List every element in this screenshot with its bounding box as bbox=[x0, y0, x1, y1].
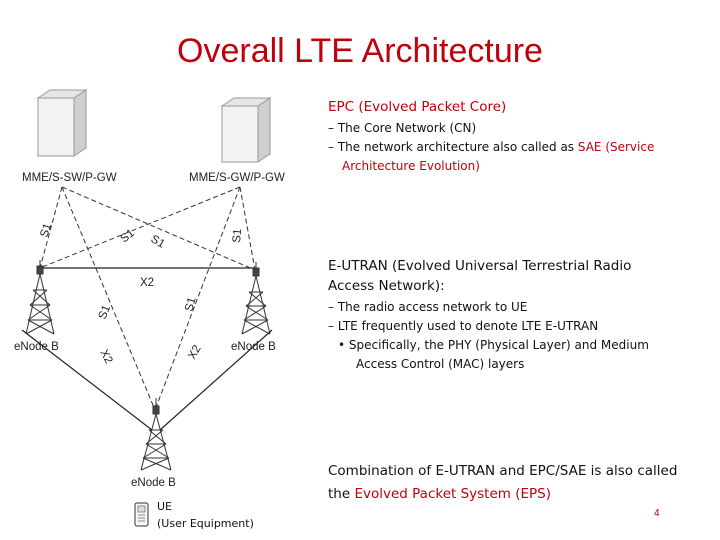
epc-heading: EPC (Evolved Packet Core) bbox=[328, 99, 654, 115]
eutran-heading-line2: Access Network): bbox=[328, 278, 445, 294]
mme-left-label: MME/S-SW/P-GW bbox=[22, 172, 117, 184]
mme-right-label: MME/S-GW/P-GW bbox=[189, 172, 285, 184]
s1-link-left-right bbox=[61, 186, 256, 271]
x2-label-top: X2 bbox=[140, 277, 154, 289]
ue-label-block: UE (User Equipment) bbox=[157, 498, 254, 532]
x2-label-left: X2 bbox=[97, 348, 114, 366]
eutran-sub-bullet-line2: Access Control (MAC) layers bbox=[356, 357, 525, 371]
s1-link-right-bottom bbox=[154, 186, 241, 411]
mme-server-left-icon bbox=[36, 89, 88, 157]
enodeb-bottom-tower-icon bbox=[140, 398, 172, 471]
eutran-section: E-UTRAN (Evolved Universal Terrestrial R… bbox=[328, 256, 649, 374]
s1-link-right-right bbox=[239, 186, 256, 271]
s1-label-1: S1 bbox=[38, 222, 54, 239]
eutran-bullet-1: – The radio access network to UE bbox=[328, 300, 528, 314]
enodeb-right-tower-icon bbox=[241, 262, 271, 335]
eutran-heading: E-UTRAN (Evolved Universal Terrestrial R… bbox=[328, 256, 649, 296]
eutran-bullet-2: – LTE frequently used to denote LTE E-UT… bbox=[328, 319, 599, 333]
epc-bullet-2-highlight: SAE (Service bbox=[577, 140, 655, 154]
eutran-heading-line1: E-UTRAN (Evolved Universal Terrestrial R… bbox=[328, 258, 632, 274]
summary-line2-highlight: Evolved Packet System (EPS) bbox=[354, 486, 552, 502]
x2-link-left bbox=[21, 329, 153, 431]
s1-link-left-left bbox=[39, 186, 63, 269]
ue-phone-icon bbox=[134, 502, 149, 527]
page-number: 4 bbox=[654, 508, 660, 519]
slide-title: Overall LTE Architecture bbox=[177, 32, 543, 70]
enodeb-bottom-label: eNode B bbox=[131, 477, 176, 489]
epc-bullet-2: – The network architecture also called a… bbox=[328, 138, 654, 157]
s1-label-3: S1 bbox=[149, 233, 167, 250]
x2-links bbox=[21, 267, 273, 431]
enodeb-left-tower-icon bbox=[25, 260, 55, 335]
eutran-sub-bullet-marker: • bbox=[338, 338, 346, 352]
epc-bullet-2-line2: Architecture Evolution) bbox=[342, 159, 480, 173]
summary-section: Combination of E-UTRAN and EPC/SAE is al… bbox=[328, 460, 677, 506]
eutran-sub-bullet-line1: Specifically, the PHY (Physical Layer) a… bbox=[348, 338, 649, 352]
s1-link-left-bottom bbox=[61, 186, 156, 411]
x2-link-right bbox=[159, 329, 273, 431]
mme-server-right-icon bbox=[220, 97, 272, 163]
s1-label-5: S1 bbox=[97, 304, 113, 322]
enodeb-right-label: eNode B bbox=[231, 341, 276, 353]
s1-label-6: S1 bbox=[183, 296, 198, 313]
eutran-sub-bullet: • Specifically, the PHY (Physical Layer)… bbox=[328, 336, 649, 355]
epc-bullet-2-prefix: – The network architecture also called a… bbox=[328, 140, 578, 154]
epc-heading-text: EPC (Evolved Packet Core) bbox=[328, 99, 507, 115]
epc-bullet-1: – The Core Network (CN) bbox=[328, 121, 477, 135]
summary-line2-prefix: the bbox=[328, 486, 355, 502]
ue-sub-label: (User Equipment) bbox=[157, 517, 254, 530]
s1-label-4: S1 bbox=[231, 228, 244, 243]
enodeb-left-label: eNode B bbox=[14, 341, 59, 353]
s1-links bbox=[39, 186, 256, 411]
epc-section: EPC (Evolved Packet Core) – The Core Net… bbox=[328, 99, 654, 176]
x2-label-right: X2 bbox=[186, 343, 203, 361]
summary-line2: the Evolved Packet System (EPS) bbox=[328, 483, 677, 506]
summary-line1: Combination of E-UTRAN and EPC/SAE is al… bbox=[328, 463, 678, 479]
s1-link-right-left bbox=[39, 186, 241, 269]
ue-label: UE bbox=[157, 500, 173, 513]
